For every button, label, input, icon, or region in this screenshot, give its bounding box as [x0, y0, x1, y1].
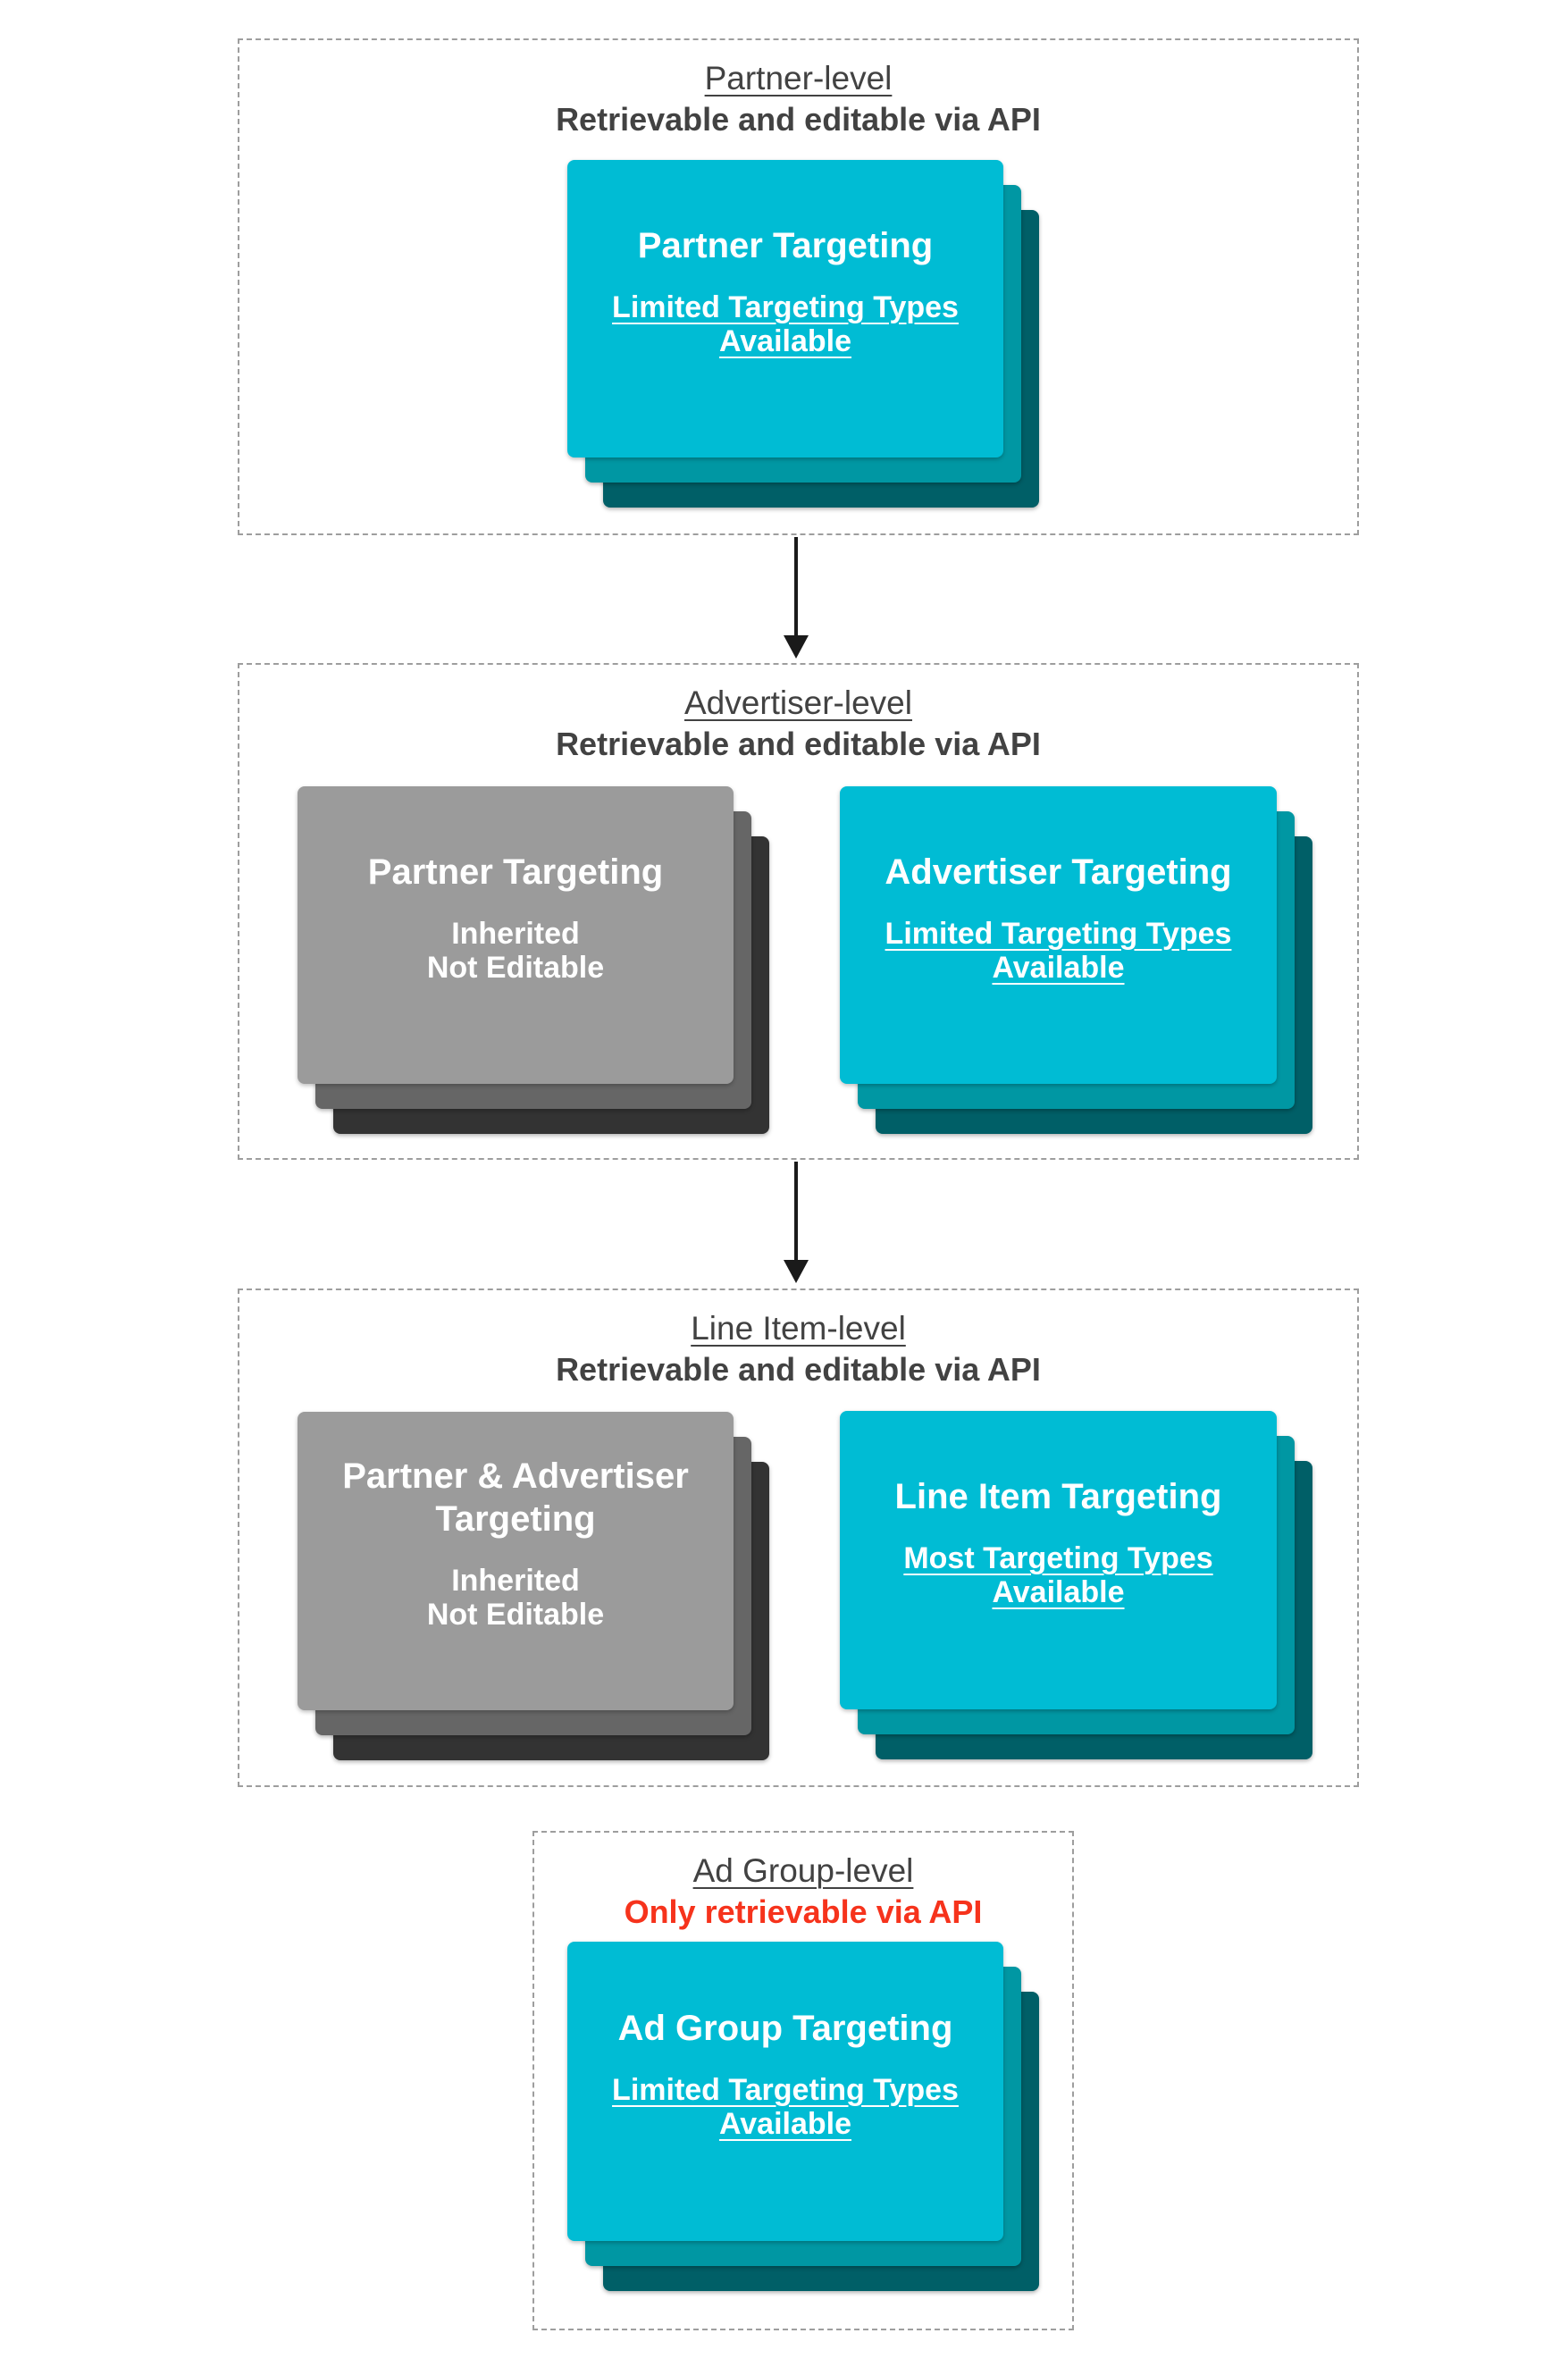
arrow-head-icon: [784, 1260, 809, 1283]
arrow-shaft: [794, 537, 798, 637]
section-header: Partner-level Retrievable and editable v…: [239, 58, 1357, 140]
arrow-shaft: [794, 1162, 798, 1262]
card-title: Line Item Targeting: [894, 1477, 1222, 1516]
card-ad-group-targeting: Ad Group Targeting Limited Targeting Typ…: [567, 1942, 1003, 2241]
section-subtitle: Retrievable and editable via API: [556, 1351, 1041, 1388]
section-title: Partner-level: [704, 60, 893, 97]
card-stack-ad-group-targeting: Ad Group Targeting Limited Targeting Typ…: [567, 1942, 1039, 2291]
section-header: Advertiser-level Retrievable and editabl…: [239, 683, 1357, 765]
section-title: Ad Group-level: [692, 1852, 914, 1889]
card-subtitle-line: Limited Targeting Types: [612, 2072, 959, 2107]
card-inherited-partner-targeting: Partner Targeting Inherited Not Editable: [298, 786, 734, 1084]
section-title: Advertiser-level: [684, 684, 912, 721]
card-partner-targeting: Partner Targeting Limited Targeting Type…: [567, 160, 1003, 457]
card-subtitle-line: Inherited: [451, 1564, 580, 1598]
card-stack-partner-targeting: Partner Targeting Limited Targeting Type…: [567, 160, 1039, 508]
arrow-down-partner-to-advertiser: [784, 537, 809, 659]
section-title: Line Item-level: [691, 1310, 906, 1347]
arrow-down-advertiser-to-line-item: [784, 1162, 809, 1283]
section-header: Line Item-level Retrievable and editable…: [239, 1308, 1357, 1390]
card-subtitle-line: Limited Targeting Types: [885, 916, 1232, 951]
card-subtitle-line: Available: [718, 2106, 852, 2141]
card-title: Partner Targeting: [367, 852, 664, 892]
section-subtitle: Retrievable and editable via API: [556, 726, 1041, 762]
card-line-item-targeting: Line Item Targeting Most Targeting Types…: [840, 1411, 1277, 1709]
section-subtitle: Only retrievable via API: [624, 1893, 983, 1930]
card-subtitle-line: Not Editable: [426, 1598, 605, 1632]
card-title: Advertiser Targeting: [885, 852, 1232, 892]
card-subtitle-line: Most Targeting Types: [903, 1541, 1213, 1575]
card-stack-advertiser-targeting: Advertiser Targeting Limited Targeting T…: [840, 786, 1312, 1134]
arrow-head-icon: [784, 635, 809, 659]
card-title: Partner & Advertiser Targeting: [342, 1456, 689, 1539]
section-subtitle: Retrievable and editable via API: [556, 101, 1041, 138]
card-stack-line-item-targeting: Line Item Targeting Most Targeting Types…: [840, 1411, 1312, 1759]
card-advertiser-targeting: Advertiser Targeting Limited Targeting T…: [840, 786, 1277, 1084]
section-header: Ad Group-level Only retrievable via API: [534, 1851, 1072, 1933]
card-stack-inherited-partner-advertiser-targeting: Partner & Advertiser Targeting Inherited…: [298, 1412, 769, 1760]
card-subtitle-line: Limited Targeting Types: [612, 290, 959, 324]
card-subtitle-line: Available: [718, 323, 852, 358]
card-title: Partner Targeting: [637, 225, 934, 265]
card-subtitle-line: Available: [992, 950, 1125, 985]
card-subtitle-line: Available: [992, 1575, 1125, 1609]
card-inherited-partner-advertiser-targeting: Partner & Advertiser Targeting Inherited…: [298, 1412, 734, 1710]
card-title: Ad Group Targeting: [617, 2008, 953, 2048]
card-subtitle-line: Not Editable: [426, 950, 605, 985]
card-subtitle-line: Inherited: [451, 916, 580, 951]
card-stack-inherited-partner-targeting: Partner Targeting Inherited Not Editable: [298, 786, 769, 1134]
